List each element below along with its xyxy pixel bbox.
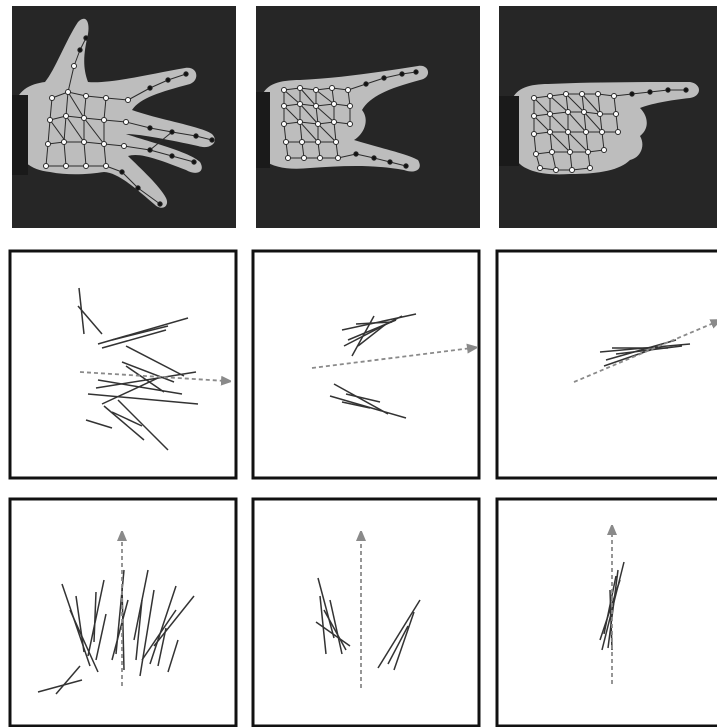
segment-plot-row2-panel1 — [10, 251, 236, 478]
segment-plot-row3-panel3 — [497, 499, 717, 726]
hand-photo-open-hand — [12, 6, 236, 228]
segment-plot-row3-panel1 — [10, 499, 236, 726]
hand-photo-horns — [256, 6, 480, 228]
hand-photo-pointing — [499, 6, 717, 228]
segment-plot-row2-panel2 — [253, 251, 479, 478]
segment-plot-row3-panel2 — [253, 499, 479, 726]
segment-plot-row2-panel3 — [497, 251, 717, 478]
